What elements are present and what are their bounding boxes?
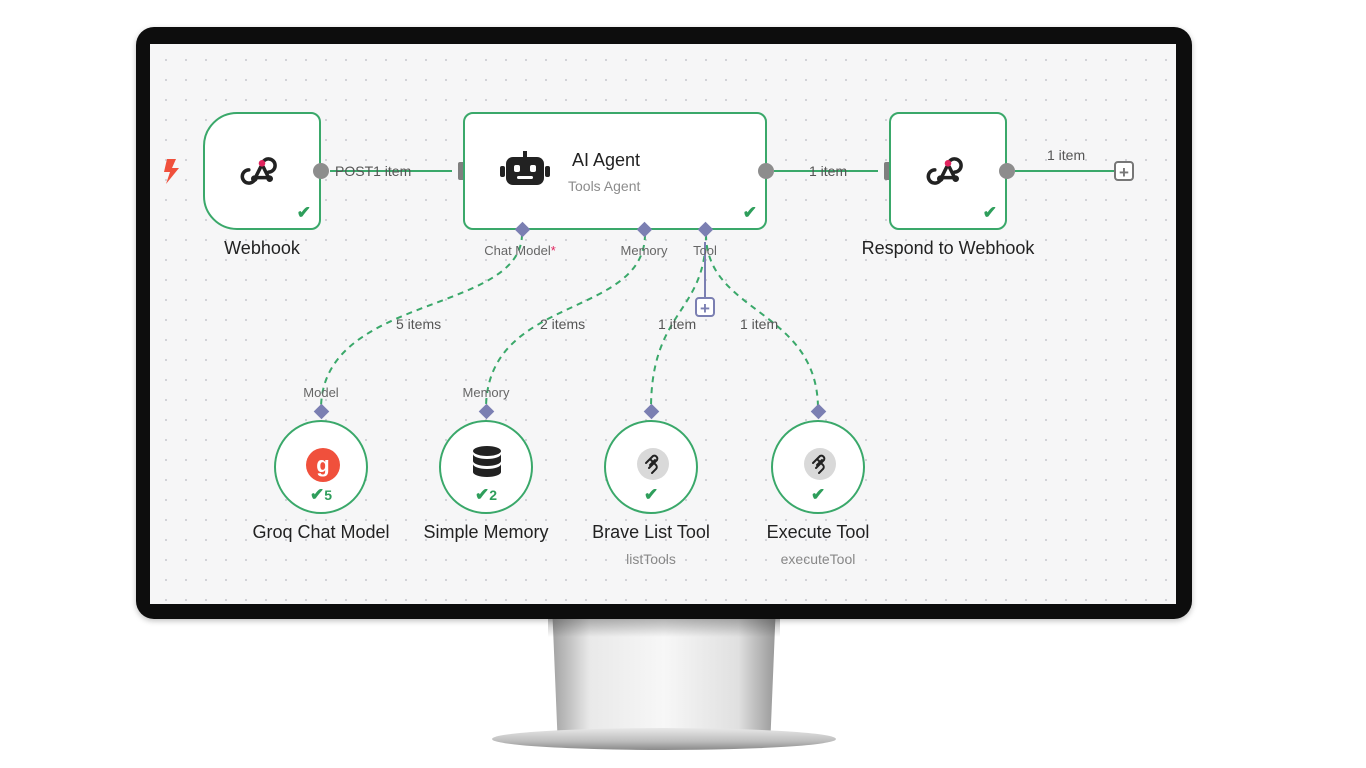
respond-node[interactable]: ✔ xyxy=(889,112,1007,230)
check-icon: ✔ xyxy=(982,203,997,222)
memory-port-label: Memory xyxy=(620,243,668,258)
memory-input-label: Memory xyxy=(462,385,510,400)
edge-execute-agent xyxy=(705,233,819,410)
add-node-button[interactable]: + xyxy=(1114,161,1134,182)
edge-brave-label: 1 item xyxy=(658,316,697,332)
webhook-output-port[interactable] xyxy=(313,163,329,179)
groq-count: 5 xyxy=(324,487,333,503)
webhook-label: Webhook xyxy=(224,238,300,258)
respond-output-port[interactable] xyxy=(999,163,1015,179)
execute-sub-label: executeTool xyxy=(780,551,856,567)
webhook-icon xyxy=(240,157,277,185)
respond-label: Respond to Webhook xyxy=(861,238,1035,258)
robot-icon xyxy=(500,151,550,185)
brave-sub-label: listTools xyxy=(626,551,676,567)
check-icon: ✔ xyxy=(644,485,659,504)
agent-title: AI Agent xyxy=(572,150,641,170)
agent-output-port[interactable] xyxy=(758,163,774,179)
tool-port-label: Tool xyxy=(693,243,717,258)
groq-node[interactable]: g ✔5 xyxy=(274,420,368,514)
mcp-icon xyxy=(804,448,836,480)
brave-label: Brave List Tool xyxy=(592,522,710,542)
add-tool-button[interactable]: + xyxy=(695,297,715,318)
lightning-icon xyxy=(164,159,179,184)
execute-node[interactable]: ✔ xyxy=(771,420,865,514)
edge-method-label: POST xyxy=(335,163,374,179)
memory-count: 2 xyxy=(489,487,498,503)
agent-subtitle: Tools Agent xyxy=(568,178,641,194)
edge-groq-label: 5 items xyxy=(396,316,442,332)
workflow-canvas[interactable]: ✔ Webhook POST1 item AI Agent Tools Agen… xyxy=(150,44,1176,604)
chat-model-port-label: Chat Model xyxy=(484,243,551,258)
database-icon xyxy=(473,446,501,477)
memory-node[interactable]: ✔2 xyxy=(439,420,533,514)
edge-memory-label: 2 items xyxy=(540,316,586,332)
execute-label: Execute Tool xyxy=(766,522,870,542)
mcp-icon xyxy=(637,448,669,480)
check-icon: ✔ xyxy=(742,203,757,222)
check-icon: ✔ xyxy=(309,485,325,504)
edge-agent-label: 1 item xyxy=(809,163,848,179)
edge-respond-label: 1 item xyxy=(1047,147,1086,163)
check-icon: ✔ xyxy=(811,485,826,504)
webhook-node[interactable]: ✔ xyxy=(203,112,321,230)
webhook-icon xyxy=(926,157,963,185)
monitor-stand xyxy=(552,619,776,731)
connections xyxy=(164,159,1114,410)
required-mark: * xyxy=(550,243,556,258)
check-icon: ✔ xyxy=(296,203,311,222)
model-input-label: Model xyxy=(303,385,339,400)
edge-groq-agent xyxy=(320,233,523,410)
ai-agent-node[interactable]: AI Agent Tools Agent ✔ xyxy=(463,112,767,230)
memory-label: Simple Memory xyxy=(423,522,549,542)
edge-items-label: 1 item xyxy=(373,163,412,179)
check-icon: ✔ xyxy=(474,485,490,504)
edge-execute-label: 1 item xyxy=(740,316,779,332)
monitor-base xyxy=(492,728,836,750)
groq-logo-icon: g xyxy=(306,448,340,482)
groq-label: Groq Chat Model xyxy=(252,522,390,542)
brave-node[interactable]: ✔ xyxy=(604,420,698,514)
edge-memory-agent xyxy=(485,233,646,410)
edge-brave-agent xyxy=(650,233,707,410)
